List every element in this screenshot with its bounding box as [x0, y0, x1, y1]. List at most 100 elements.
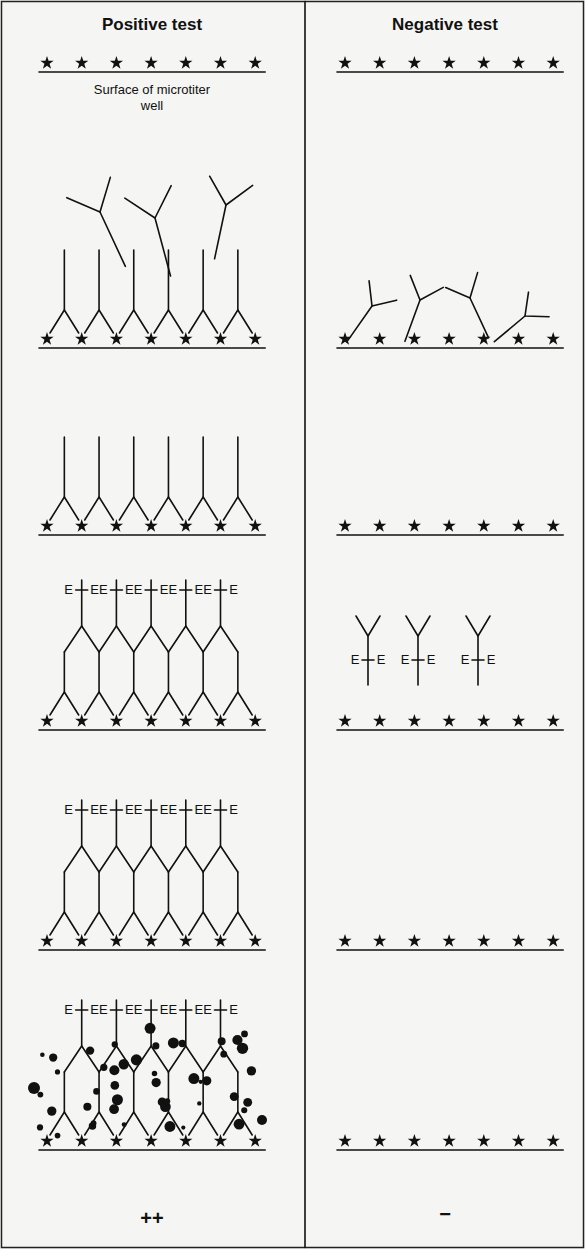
bound-antibody-arms — [119, 912, 148, 935]
bound-antibody-arms — [50, 1112, 79, 1135]
enzyme-label: E — [160, 802, 169, 818]
bound-antibody-stem — [98, 652, 100, 692]
colour-product-dot — [164, 1121, 175, 1132]
antigen-star — [408, 934, 421, 947]
antigen-star — [110, 714, 123, 727]
labelled-antibody-arms — [406, 616, 430, 636]
antigen-star — [144, 934, 157, 947]
well-surface — [337, 729, 563, 731]
colour-product-dot — [49, 1053, 57, 1061]
antigen-star — [408, 332, 421, 345]
colour-product-dot — [168, 1037, 179, 1048]
labelled-antibody-arms — [99, 846, 134, 872]
antigen-star — [75, 332, 88, 345]
enzyme-bar — [412, 659, 424, 661]
colour-product-dot — [241, 1031, 248, 1038]
labelled-antibody-arms — [168, 846, 203, 872]
colour-product-dot — [247, 1066, 256, 1075]
antigen-star — [110, 56, 123, 69]
enzyme-bar — [215, 809, 227, 811]
well-surface — [39, 534, 265, 536]
colour-product-dot — [109, 1065, 119, 1075]
colour-product-dot — [241, 1107, 247, 1113]
antigen-star — [249, 1134, 262, 1147]
antibody-stem — [470, 298, 489, 338]
antigen-star — [338, 519, 351, 532]
labelled-antibody-arms — [134, 846, 169, 872]
enzyme-label: E — [99, 1002, 108, 1018]
enzyme-bar — [145, 589, 157, 591]
antigen-star — [110, 1134, 123, 1147]
antigen-star — [547, 56, 560, 69]
well-surface — [337, 534, 563, 536]
result-sign: ++ — [140, 1206, 163, 1230]
colour-product-dot — [188, 1073, 199, 1084]
antigen-star — [214, 56, 227, 69]
bound-antibody-arms — [50, 692, 79, 715]
antigen-star — [373, 934, 386, 947]
antigen-star — [249, 714, 262, 727]
antigen-star — [512, 56, 525, 69]
bound-antibody-stem — [168, 652, 170, 692]
colour-product-dot — [145, 1023, 156, 1034]
free-antibody — [67, 177, 147, 276]
labelled-antibody-stem — [81, 580, 83, 626]
bound-antibody-stem — [98, 872, 100, 912]
bound-antibody-arms — [85, 310, 114, 333]
labelled-antibody-arms — [99, 626, 134, 652]
labelled-antibody-arms — [203, 1046, 238, 1072]
labelled-antibody-stem — [220, 580, 222, 626]
bound-antibody-stem — [237, 437, 239, 497]
labelled-antibody-arms — [64, 846, 99, 872]
antibody-arms — [446, 273, 486, 306]
antibody-stem — [155, 218, 171, 276]
colour-product-dot — [179, 1040, 186, 1047]
colour-product-dot — [110, 1081, 119, 1090]
antigen-star — [512, 714, 525, 727]
colour-product-dot — [199, 1080, 203, 1084]
antigen-star — [179, 332, 192, 345]
antigen-star — [442, 56, 455, 69]
well-surface — [39, 949, 265, 951]
enzyme-bar — [180, 589, 192, 591]
labelled-antibody-arms — [64, 626, 99, 652]
bound-antibody-stem — [64, 652, 66, 692]
bound-antibody-arms — [50, 310, 79, 333]
antibody-arms — [403, 275, 443, 306]
bound-antibody-stem — [237, 1072, 239, 1112]
bound-antibody-arms — [119, 497, 148, 520]
antigen-star — [338, 714, 351, 727]
colour-product-dot — [55, 1069, 60, 1074]
labelled-antibody-arms — [168, 626, 203, 652]
colour-product-dot — [234, 1119, 245, 1130]
bound-antibody-arms — [85, 497, 114, 520]
enzyme-label: E — [427, 652, 436, 668]
bound-antibody-stem — [202, 652, 204, 692]
antigen-star — [373, 1134, 386, 1147]
labelled-antibody-arms — [64, 1046, 99, 1072]
bound-antibody-stem — [133, 872, 135, 912]
antigen-star — [547, 332, 560, 345]
enzyme-label: E — [125, 582, 134, 598]
antigen-star — [547, 934, 560, 947]
bound-antibody-stem — [237, 652, 239, 692]
antigen-star — [214, 519, 227, 532]
colour-product-dot — [131, 1054, 142, 1065]
colour-product-dot — [152, 1078, 161, 1087]
antibody-arms — [515, 292, 549, 328]
bound-antibody-arms — [85, 692, 114, 715]
well-surface — [39, 729, 265, 731]
bound-antibody-arms — [189, 1112, 218, 1135]
bound-antibody-arms — [189, 497, 218, 520]
enzyme-bar — [145, 1009, 157, 1011]
enzyme-label: E — [134, 582, 143, 598]
antigen-star — [40, 934, 53, 947]
labelled-antibody-stem — [185, 1000, 187, 1046]
enzyme-bar — [145, 809, 157, 811]
antigen-star — [110, 332, 123, 345]
enzyme-bar — [215, 1009, 227, 1011]
antigen-star — [373, 56, 386, 69]
enzyme-label: E — [229, 582, 238, 598]
